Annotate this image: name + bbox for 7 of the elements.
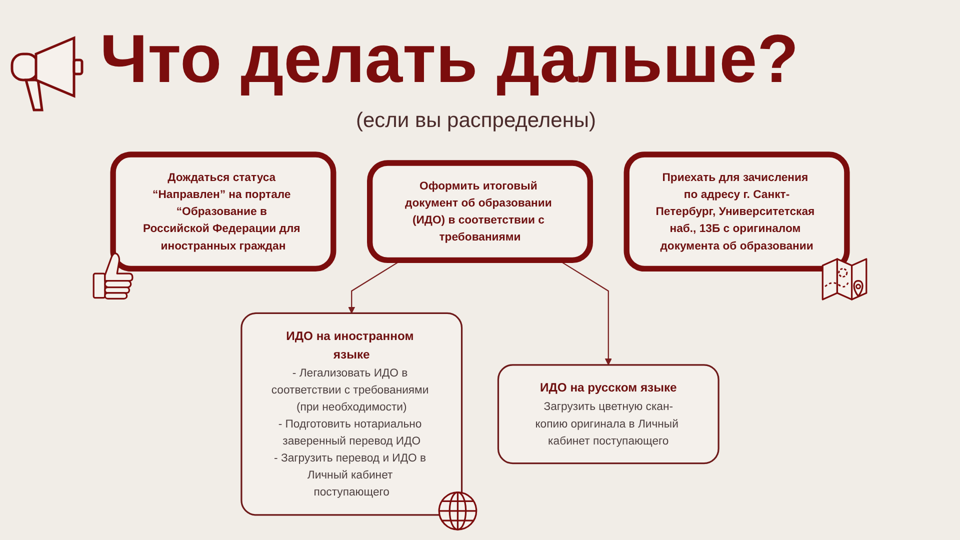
- subtitle: (если вы распределены): [356, 108, 596, 134]
- node-box: Приехать для зачисления по адресу г. Санкт-Петербург, Университетская наб., 13Б с оригиналом документа об образовании: [624, 152, 850, 272]
- node-box: Оформить итоговый документ об образовании (ИДО) в соответствии с требованиями: [367, 160, 593, 264]
- node-box: Дождаться статуса “Направлен” на портале “Образование в Российской Федерации для иностранных граждан: [110, 152, 336, 272]
- title: Что делать дальше?: [100, 22, 799, 97]
- node-box: ИДО на русском языке Загрузить цветную скан-копию оригинала в Личный кабинет поступающего: [497, 364, 720, 464]
- node-box: ИДО на иностранном языке - Легализовать ИДО в соответствии с требованиями (при необходимости) - Подготовить нотариально заверенный перевод ИДО - Загрузить перевод и ИДО в Личный кабинет поступающего: [240, 312, 463, 516]
